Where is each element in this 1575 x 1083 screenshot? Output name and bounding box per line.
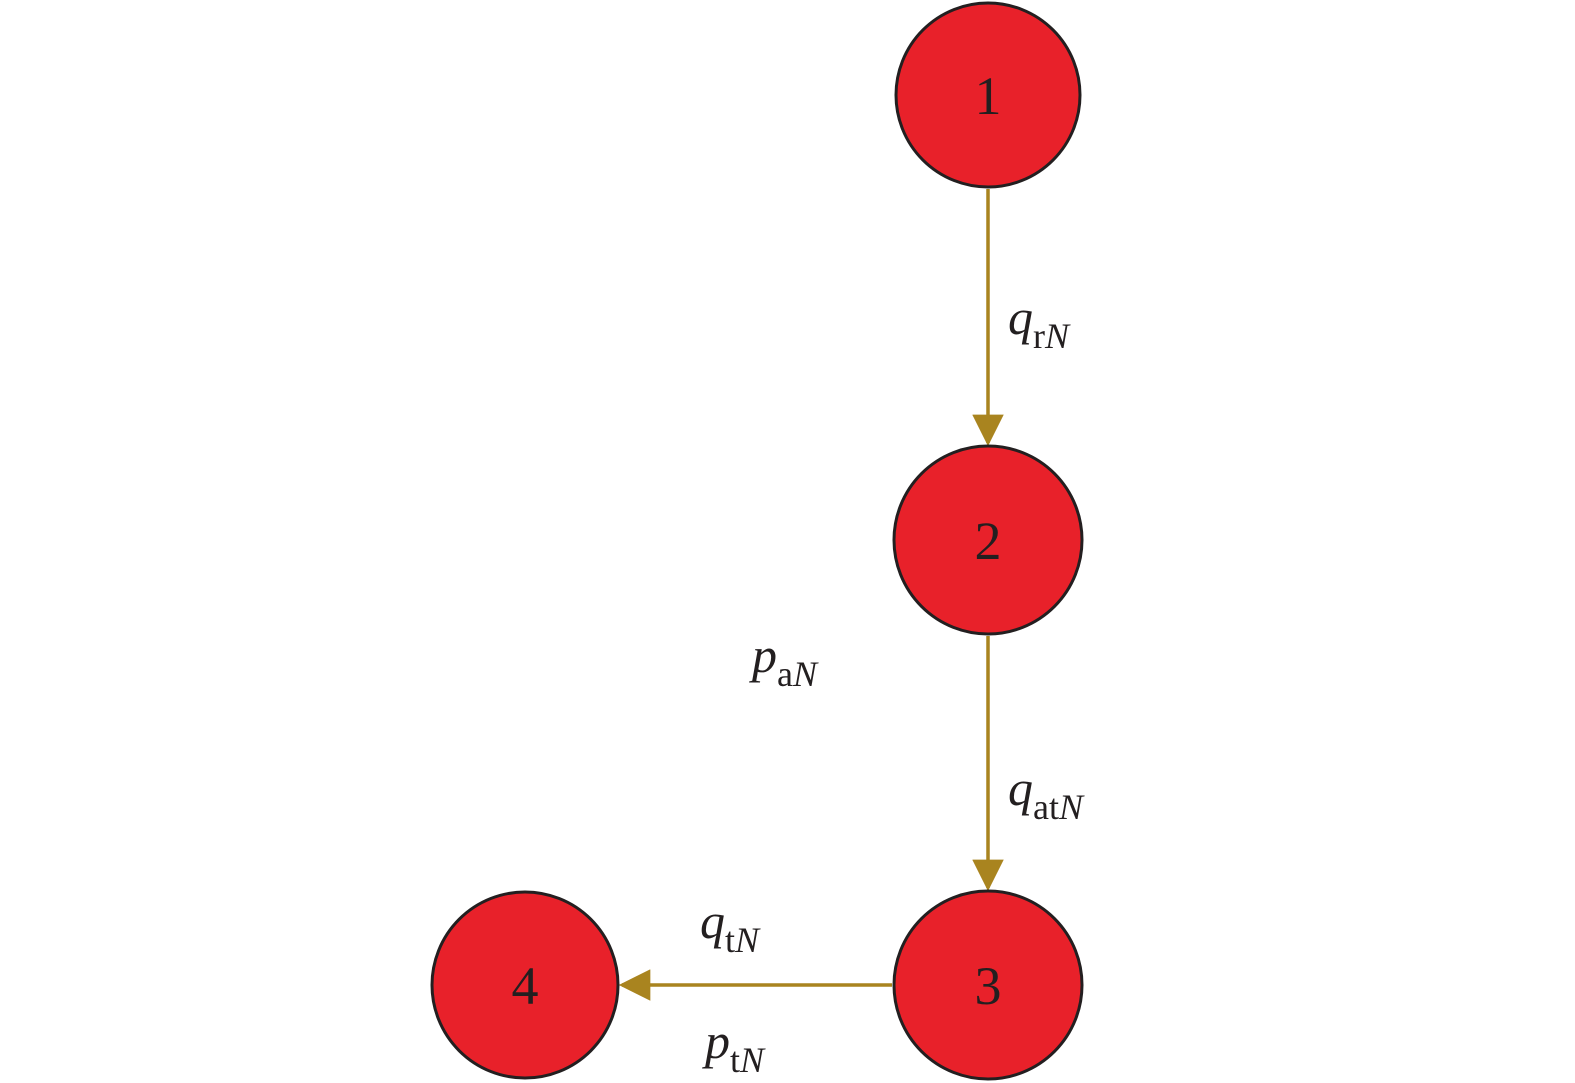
node-2-label: 2: [975, 511, 1002, 571]
node-2: [892, 444, 1084, 636]
edge-3-4-label-0: qtN: [700, 893, 761, 960]
node-4-label: 4: [512, 956, 539, 1016]
edge-3-4-label-1: ptN: [702, 1013, 766, 1080]
node-1: [894, 1, 1082, 189]
node-3-label: 3: [975, 956, 1002, 1016]
node-4: [430, 890, 620, 1080]
edge-1-2-label-0: qrN: [1008, 289, 1071, 356]
edge-2-3-label-1: paN: [749, 627, 819, 694]
edge-2-3-label-0: qatN: [1008, 760, 1085, 827]
node-1-label: 1: [975, 66, 1002, 126]
node-3: [892, 889, 1084, 1081]
